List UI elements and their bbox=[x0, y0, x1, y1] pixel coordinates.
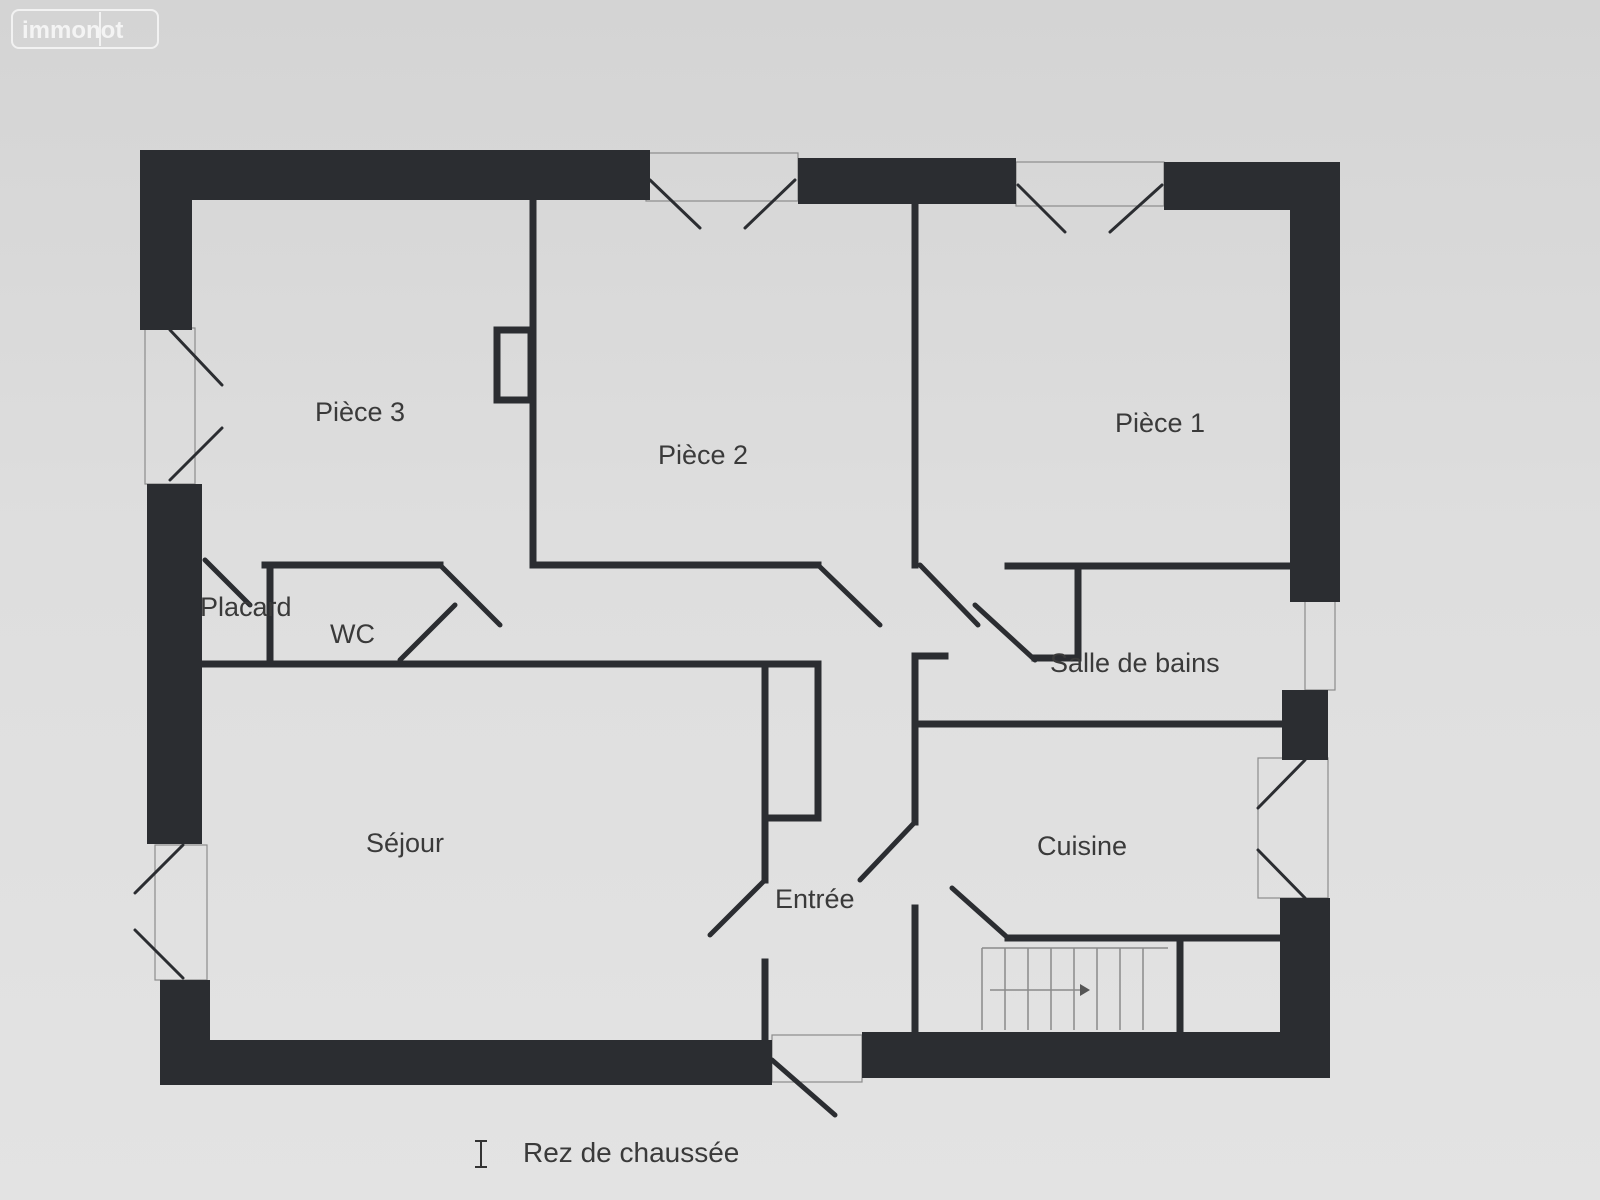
room-label-piece-3: Pièce 3 bbox=[315, 397, 405, 427]
door-stairs bbox=[949, 885, 1011, 941]
room-labels: Pièce 3 Pièce 2 Pièce 1 Placard WC Salle… bbox=[200, 397, 1220, 914]
room-label-piece-1: Pièce 1 bbox=[1115, 408, 1205, 438]
wall-bottom-right bbox=[862, 1032, 1330, 1078]
wall-right-middle bbox=[1282, 690, 1328, 760]
room-label-piece-2: Pièce 2 bbox=[658, 440, 748, 470]
exterior-walls bbox=[140, 150, 1340, 1085]
room-label-wc: WC bbox=[330, 619, 375, 649]
room-label-salle-de-bains: Salle de bains bbox=[1050, 648, 1220, 678]
door-wc bbox=[437, 562, 503, 628]
door-cuisine bbox=[857, 819, 918, 883]
doors bbox=[202, 557, 1038, 1118]
room-label-placard: Placard bbox=[200, 592, 292, 622]
wall-bottom-left bbox=[160, 1040, 772, 1085]
door-salle-de-bains bbox=[972, 602, 1038, 663]
door-placard bbox=[202, 557, 253, 608]
door-piece-1 bbox=[917, 562, 981, 628]
room-label-entree: Entrée bbox=[775, 884, 855, 914]
wall-left-upper bbox=[140, 150, 192, 330]
staircase bbox=[981, 947, 1168, 1030]
door-sejour bbox=[707, 877, 768, 938]
wall-top-left bbox=[140, 150, 650, 200]
wall-top-middle bbox=[798, 158, 1016, 204]
window-frames bbox=[144, 152, 1336, 1083]
door-piece-2 bbox=[815, 562, 883, 628]
wall-right-upper bbox=[1290, 162, 1340, 602]
room-label-sejour: Séjour bbox=[366, 828, 444, 858]
logo-text: immonot bbox=[22, 17, 123, 44]
text-cursor-icon bbox=[475, 1140, 487, 1168]
door-entry bbox=[769, 1057, 838, 1118]
wall-left-middle bbox=[147, 484, 202, 844]
interior-walls bbox=[198, 196, 1294, 1044]
window-sashes bbox=[133, 178, 1307, 980]
door-wc-2 bbox=[397, 602, 458, 663]
watermark-logo: immonot bbox=[11, 9, 159, 49]
room-label-cuisine: Cuisine bbox=[1037, 831, 1127, 861]
floor-caption: Rez de chaussée bbox=[523, 1137, 739, 1168]
